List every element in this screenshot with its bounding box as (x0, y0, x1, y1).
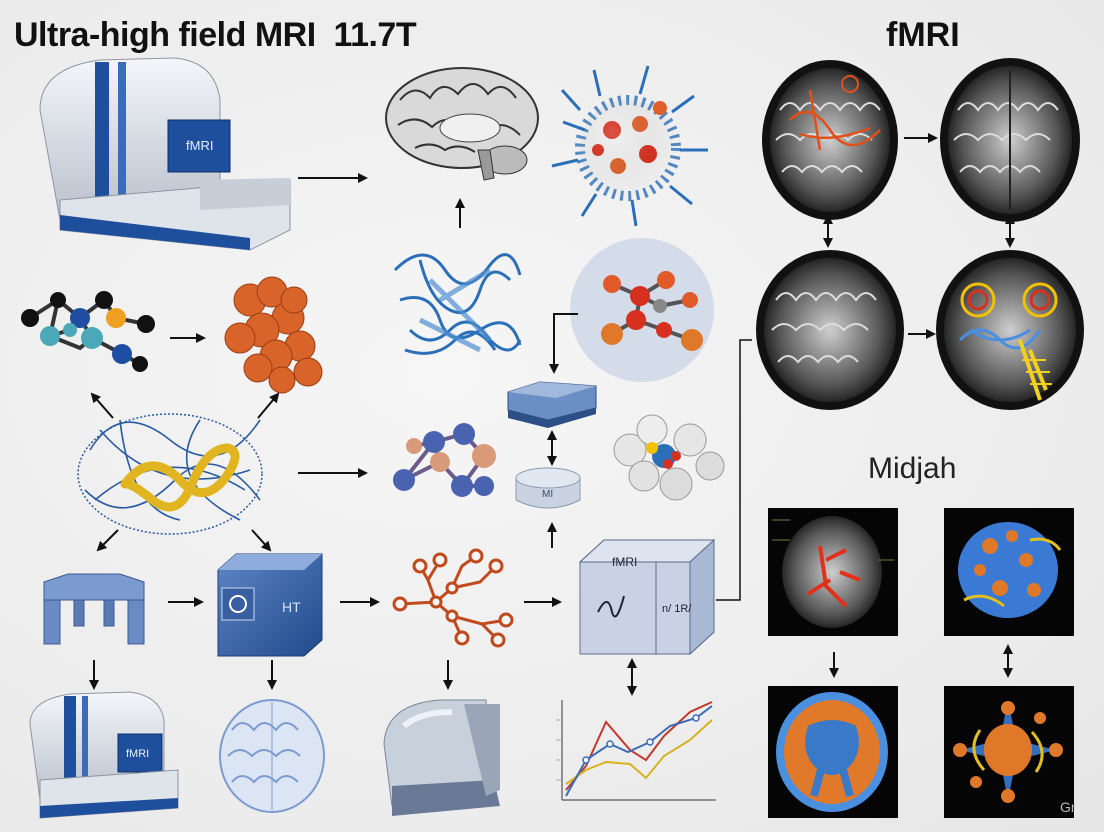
blue-cube: HT (217, 553, 323, 657)
blue-slab (507, 381, 597, 428)
blue-frame (43, 573, 145, 645)
disc-label: MI (542, 489, 553, 500)
midjah-title: Midjah (868, 452, 957, 485)
brain-mesh-blue (219, 699, 325, 813)
fmri-title: fMRI (886, 16, 960, 54)
midjah-panel-brain-orange (768, 686, 898, 818)
scanner-screen-label-top: fMRI (186, 138, 213, 153)
arrow-tangle-to-frame (96, 529, 119, 552)
arrow-inset-to-slab (549, 313, 578, 374)
scanner-screen-label-bottom: fMRI (126, 748, 149, 760)
molecule-ball-stick (21, 291, 155, 372)
box-label-top: fMRI (612, 555, 637, 569)
atom-network (393, 423, 496, 497)
cube-label: HT (282, 599, 301, 615)
orange-atom-cluster (224, 276, 323, 394)
white-atom-cluster (613, 414, 725, 501)
connector-box-to-fmri (716, 339, 752, 601)
brain-sagittal (385, 67, 539, 181)
fmri-box: fMRI n/ 1R/ (578, 538, 716, 656)
fmri-slice-4 (936, 250, 1084, 410)
box-label-side: n/ 1R/ (662, 603, 692, 615)
node-tree (392, 548, 514, 648)
fmri-slice-1 (762, 60, 898, 220)
arrow-tangle-to-cluster (257, 392, 280, 419)
mri-scanner-top: fMRI (39, 57, 291, 251)
protein-tangle-gold (77, 413, 263, 535)
mri-scanner-bottom: fMRI (29, 691, 179, 819)
protein-cluster-top (551, 65, 708, 227)
mi-disc: MI (515, 467, 581, 509)
arrow-tangle-to-cube (251, 529, 272, 552)
scanner-grey-bottom (383, 699, 500, 816)
midjah-panel-protein-top (944, 508, 1074, 636)
midjah-panel-brain (768, 508, 898, 636)
midjah-panel-protein-bottom (944, 686, 1074, 818)
fmri-slice-2 (940, 58, 1080, 222)
watermark-text: Gr (1060, 799, 1076, 815)
ribbon-protein (393, 253, 522, 355)
molecule-inset (570, 238, 714, 382)
main-title: Ultra-high field MRI 11.7T (14, 16, 417, 54)
fmri-slice-3 (756, 250, 904, 410)
arrow-tangle-to-molecule (90, 392, 114, 419)
line-chart (556, 700, 716, 801)
